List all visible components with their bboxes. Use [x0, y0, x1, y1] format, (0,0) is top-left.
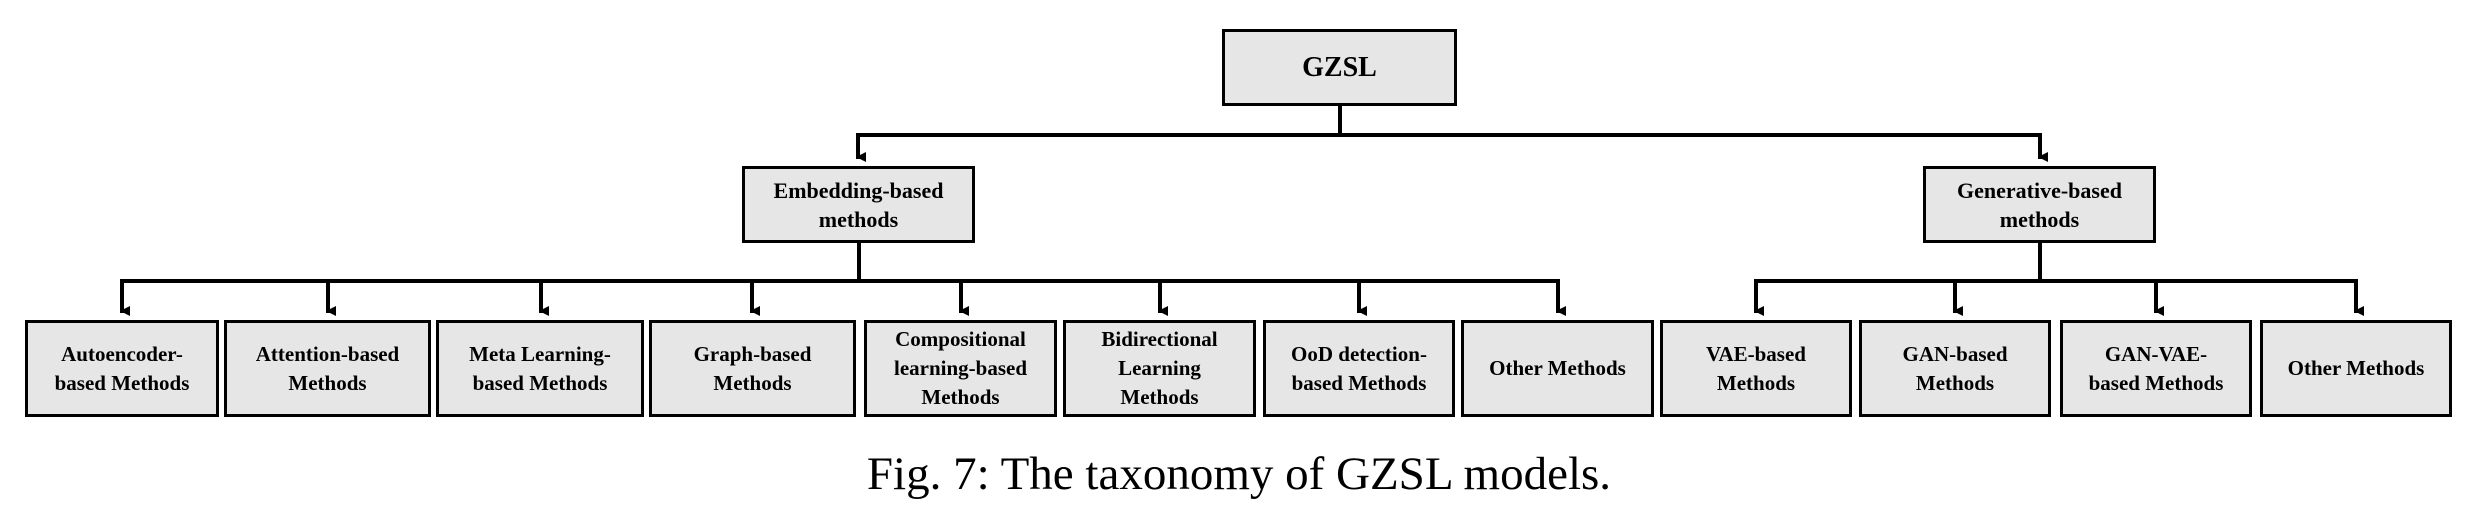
node-label: Attention-based Methods: [255, 341, 400, 395]
node-vae-based-methods: VAE-based Methods: [1660, 320, 1852, 417]
node-embedding-based-methods: Embedding-based methods: [742, 166, 975, 243]
figure-caption: Fig. 7: The taxonomy of GZSL models.: [866, 448, 1612, 500]
node-gan-vae-based-methods: GAN-VAE- based Methods: [2060, 320, 2252, 417]
node-bidirectional-learning-methods: Bidirectional Learning Methods: [1063, 320, 1256, 417]
node-gzsl: GZSL: [1222, 29, 1457, 106]
node-label: Bidirectional Learning Methods: [1101, 327, 1218, 409]
node-label: Autoencoder- based Methods: [54, 341, 190, 395]
node-label: Meta Learning- based Methods: [469, 341, 611, 395]
node-ood-detection-based-methods: OoD detection- based Methods: [1263, 320, 1455, 417]
node-label: OoD detection- based Methods: [1291, 341, 1427, 395]
node-attention-based-methods: Attention-based Methods: [224, 320, 431, 417]
node-label: GZSL: [1302, 51, 1377, 83]
node-embedding-other-methods: Other Methods: [1461, 320, 1654, 417]
node-compositional-learning-based-methods: Compositional learning-based Methods: [864, 320, 1057, 417]
node-label: Graph-based Methods: [693, 341, 812, 395]
node-label: GAN-VAE- based Methods: [2088, 341, 2224, 395]
node-label: VAE-based Methods: [1706, 341, 1806, 395]
node-label: Generative-based methods: [1957, 177, 2122, 232]
node-label: GAN-based Methods: [1902, 341, 2008, 395]
node-gan-based-methods: GAN-based Methods: [1859, 320, 2051, 417]
node-autoencoder-based-methods: Autoencoder- based Methods: [25, 320, 219, 417]
node-label: Compositional learning-based Methods: [893, 327, 1027, 409]
node-label: Other Methods: [2287, 356, 2425, 380]
node-label: Other Methods: [1489, 356, 1626, 380]
node-meta-learning-based-methods: Meta Learning- based Methods: [436, 320, 644, 417]
node-generative-based-methods: Generative-based methods: [1923, 166, 2156, 243]
node-label: Embedding-based methods: [773, 177, 944, 232]
node-graph-based-methods: Graph-based Methods: [649, 320, 856, 417]
node-generative-other-methods: Other Methods: [2260, 320, 2452, 417]
